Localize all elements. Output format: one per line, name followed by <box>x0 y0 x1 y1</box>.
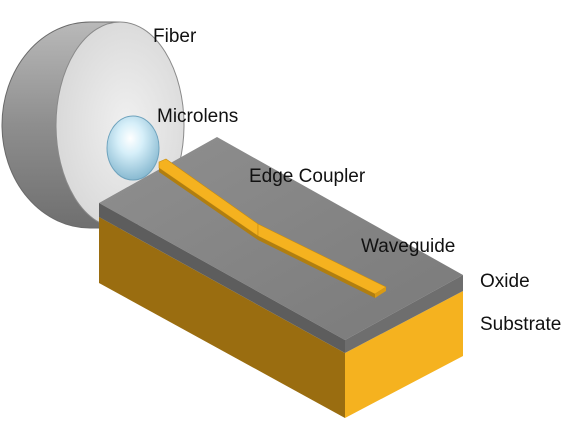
waveguide-structure <box>158 158 387 298</box>
oxide-left-edge <box>99 203 345 353</box>
fiber-label: Fiber <box>153 26 197 47</box>
substrate <box>99 217 463 418</box>
oxide-label: Oxide <box>480 271 530 292</box>
microlens-label: Microlens <box>157 106 239 127</box>
waveguide-end <box>375 287 386 298</box>
microlens <box>106 115 160 181</box>
waveguide-side <box>159 168 375 298</box>
waveguide-label: Waveguide <box>361 236 456 257</box>
edge-coupler-label: Edge Coupler <box>249 166 366 187</box>
oxide-front-edge <box>345 275 463 353</box>
substrate-left-face <box>99 217 345 418</box>
substrate-front-face <box>345 291 463 418</box>
substrate-label: Substrate <box>480 314 562 335</box>
